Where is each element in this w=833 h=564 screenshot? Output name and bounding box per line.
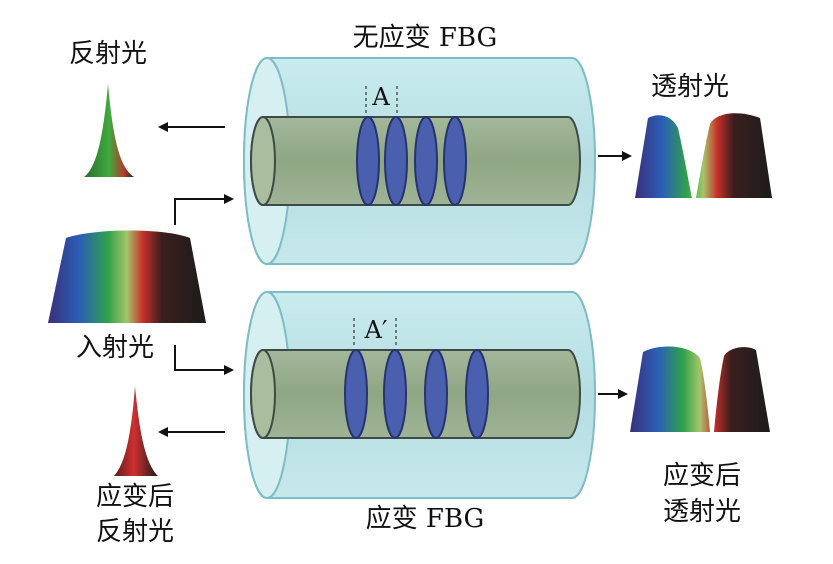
- strained-reflected-spectrum: [114, 386, 158, 476]
- bottom-fbg-title: 应变 FBG: [366, 504, 485, 534]
- grating-band: [443, 116, 467, 206]
- grating-band: [414, 116, 438, 206]
- bottom-grating: [344, 349, 489, 439]
- bottom-fiber: A′: [243, 291, 596, 499]
- top-fiber: A: [243, 57, 596, 265]
- period-label-bottom: A′: [364, 316, 388, 344]
- grating-band: [383, 349, 407, 439]
- period-label-top: A: [371, 83, 390, 111]
- strained-reflected-label-2: 反射光: [96, 517, 174, 547]
- strained-transmitted-spectrum: [630, 346, 770, 432]
- reflected-label: 反射光: [69, 39, 147, 69]
- grating-band: [424, 349, 448, 439]
- reflected-spectrum: [84, 84, 134, 177]
- arrow-incident-top: [174, 194, 234, 225]
- transmitted-label: 透射光: [651, 72, 729, 102]
- grating-band: [384, 116, 408, 206]
- grating-band: [465, 349, 489, 439]
- top-grating: [356, 116, 467, 206]
- strained-transmitted-label-1: 应变后: [663, 461, 741, 491]
- strained-transmitted-label-2: 透射光: [663, 497, 741, 527]
- bottom-core-end: [250, 349, 276, 439]
- strained-reflected-label-1: 应变后: [96, 482, 174, 512]
- transmitted-spectrum: [635, 113, 772, 198]
- incident-spectrum: [48, 230, 206, 323]
- grating-band: [344, 349, 368, 439]
- arrow-incident-bottom: [174, 345, 234, 375]
- top-fbg-title: 无应变 FBG: [353, 23, 498, 53]
- incident-label: 入射光: [76, 333, 154, 363]
- grating-band: [356, 116, 380, 206]
- top-core-end: [250, 116, 276, 206]
- bottom-core: [250, 349, 581, 439]
